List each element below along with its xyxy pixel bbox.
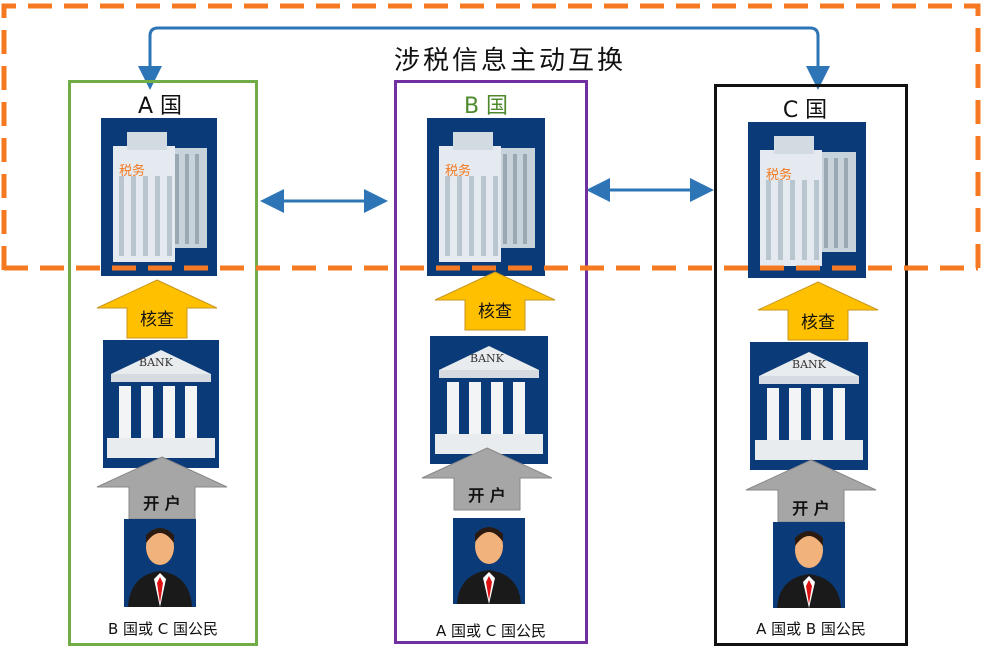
- bank-label: BANK: [792, 358, 826, 371]
- exchange-banner: 涉税信息主动互换: [393, 46, 626, 76]
- verify-label-c: 核查: [801, 313, 835, 333]
- tax-label: 税务: [445, 164, 472, 179]
- citizen-c: [773, 522, 845, 608]
- person-icon: [457, 527, 521, 604]
- person-icon: [128, 528, 192, 607]
- bank-label: BANK: [470, 352, 504, 365]
- tax-building-icon: [439, 132, 535, 262]
- country-a-box: [68, 80, 258, 646]
- country-c-box: [714, 84, 908, 646]
- country-c-title: C 国: [782, 98, 828, 123]
- country-b-box: [394, 80, 588, 644]
- verify-arrow-a: [96, 279, 218, 339]
- person-icon: [777, 531, 841, 608]
- open-account-label-a: 开 户: [143, 494, 181, 513]
- tax-label: 税务: [766, 168, 793, 183]
- citizen-label-c: A 国或 B 国公民: [756, 620, 866, 638]
- citizen-b: [453, 518, 525, 604]
- tax-label: 税务: [119, 164, 146, 179]
- bank-c: BANK: [750, 342, 868, 470]
- bank-icon: [107, 350, 215, 458]
- open-account-arrow-b: [421, 447, 553, 511]
- tax-building-b: 税务: [427, 118, 545, 276]
- verify-arrow-b: [434, 271, 556, 331]
- bank-b: BANK: [430, 336, 548, 464]
- tax-building-c: 税务: [748, 122, 866, 278]
- open-account-label-b: 开 户: [468, 486, 506, 505]
- tax-building-icon: [113, 132, 207, 262]
- bank-label: BANK: [139, 356, 173, 369]
- country-a-title: A 国: [137, 94, 183, 119]
- verify-label-b: 核查: [478, 302, 512, 322]
- verify-arrow-c: [757, 281, 879, 341]
- open-account-label-c: 开 户: [792, 499, 830, 518]
- bank-icon: [755, 352, 863, 460]
- citizen-label-b: A 国或 C 国公民: [435, 622, 547, 640]
- verify-label-a: 核查: [140, 310, 174, 330]
- country-b-title: B 国: [463, 94, 509, 119]
- citizen-a: [124, 519, 196, 607]
- bank-a: BANK: [103, 340, 219, 468]
- citizen-label-a: B 国或 C 国公民: [107, 620, 219, 638]
- bank-icon: [435, 346, 543, 454]
- tax-building-a: 税务: [101, 118, 217, 276]
- tax-building-icon: [760, 136, 856, 266]
